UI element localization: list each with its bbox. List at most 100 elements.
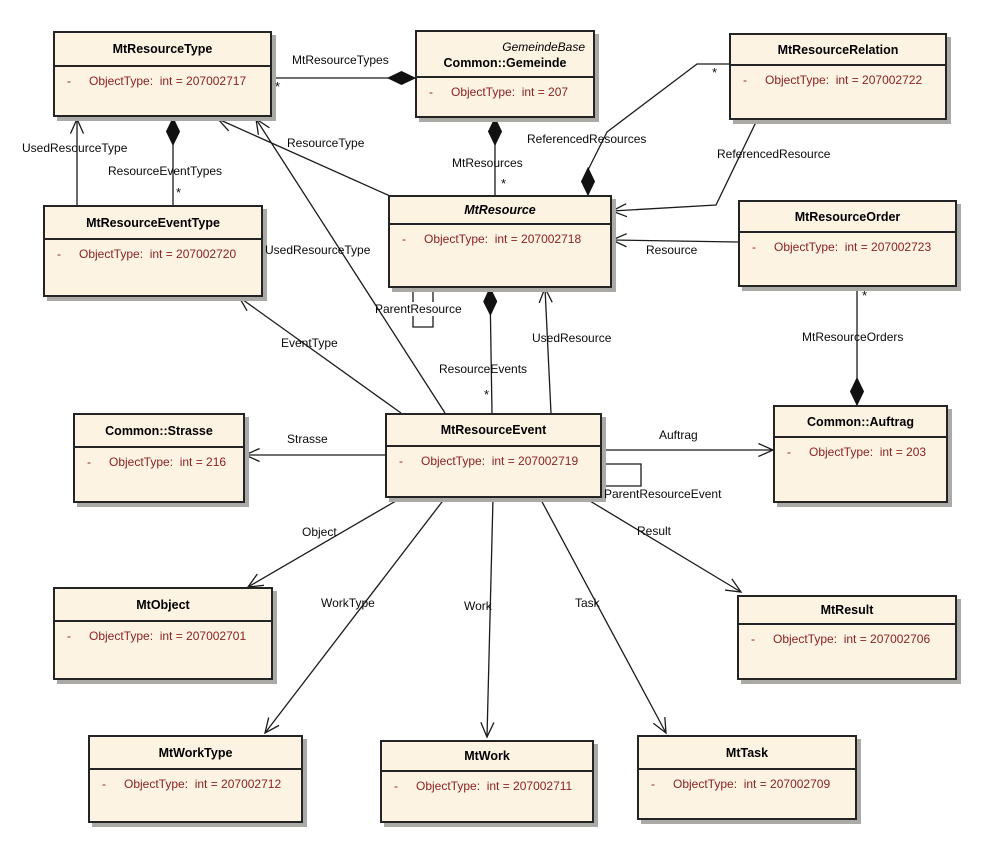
attribute-row: -ObjectType: int = 207002717	[61, 74, 264, 88]
class-name: MtTask	[725, 745, 769, 760]
open-arrowhead-icon	[243, 447, 260, 463]
attribute-visibility: -	[651, 777, 655, 791]
class-header: Common::Auftrag	[775, 407, 946, 438]
attribute-row: - ObjectType: int = 207002711	[388, 779, 586, 793]
attribute-row: -ObjectType: int = 216	[81, 455, 237, 469]
class-header: MtWork	[382, 742, 592, 772]
composition-diamond-icon	[165, 116, 181, 147]
attribute-row: -ObjectType: int = 207002719	[393, 454, 594, 468]
attribute-text: ObjectType: int = 207002712	[124, 777, 282, 791]
class-attributes: - ObjectType: int = 207	[417, 78, 593, 99]
composition-diamond-icon	[849, 376, 865, 407]
class-mtresource[interactable]: MtResource -ObjectType: int = 207002718	[388, 195, 612, 288]
edge-object	[246, 497, 402, 588]
class-mttask[interactable]: MtTask -ObjectType: int = 207002709	[637, 735, 857, 820]
attribute-text: ObjectType: int = 216	[109, 455, 227, 469]
open-arrowhead-icon	[725, 578, 743, 593]
class-mtresourceevent[interactable]: MtResourceEvent -ObjectType: int = 207002…	[385, 413, 602, 498]
composition-diamond-icon	[483, 286, 498, 317]
class-mtobject[interactable]: MtObject -ObjectType: int = 207002701	[53, 587, 273, 680]
open-arrowhead-icon	[237, 296, 255, 312]
edge-usedresourcetype-long	[255, 117, 446, 414]
class-name: MtResourceRelation	[777, 42, 899, 57]
class-header: Common::Strasse	[75, 415, 243, 448]
attribute-row: - ObjectType: int = 207	[423, 85, 587, 99]
class-name: Common::Strasse	[105, 423, 213, 438]
class-attributes: -ObjectType: int = 207002709	[639, 770, 855, 791]
attribute-row: - ObjectType: int = 207002712	[96, 777, 295, 791]
class-mtresourcetype[interactable]: MtResourceType -ObjectType: int = 2070027…	[53, 31, 272, 117]
attribute-row: -ObjectType: int = 207002701	[61, 629, 265, 643]
attribute-row: -ObjectType: int = 203	[781, 445, 940, 459]
attribute-visibility: -	[394, 779, 398, 793]
attribute-row: -ObjectType: int = 207002718	[396, 232, 604, 246]
attribute-row: -ObjectType: int = 207002709	[645, 777, 849, 791]
attribute-visibility: -	[57, 247, 61, 261]
class-header: MtResourceRelation	[731, 35, 945, 66]
composition-diamond-icon	[487, 116, 503, 147]
edge-resource	[610, 233, 739, 248]
class-name: MtResourceEvent	[440, 423, 547, 437]
class-header: MtTask	[639, 737, 855, 770]
open-arrowhead-icon	[216, 118, 235, 132]
edge-mtresourcetypes	[272, 70, 417, 86]
attribute-text: ObjectType: int = 207002720	[79, 247, 237, 261]
edge-mtresourceorders	[849, 287, 865, 407]
class-header: MtResourceType	[55, 33, 270, 67]
edge-result	[584, 497, 743, 593]
class-header: MtResourceOrder	[740, 202, 955, 233]
edge-resourcetype	[216, 118, 391, 197]
class-header: MtResourceEventType	[45, 207, 261, 240]
attribute-text: ObjectType: int = 207	[451, 85, 569, 99]
attribute-text: ObjectType: int = 207002706	[773, 632, 931, 646]
class-attributes: - ObjectType: int = 207002711	[382, 772, 592, 793]
class-strasse[interactable]: Common::Strasse-ObjectType: int = 216	[73, 413, 245, 503]
class-attributes: -ObjectType: int = 207002718	[390, 225, 610, 246]
class-name: MtResource	[464, 203, 536, 217]
attribute-text: ObjectType: int = 207002722	[765, 73, 923, 87]
class-header: MtResult	[739, 597, 955, 625]
class-name: MtWork	[464, 749, 510, 763]
class-attributes: -ObjectType: int = 207002719	[387, 447, 600, 468]
attribute-visibility: -	[102, 777, 106, 791]
class-mtresourceorder[interactable]: MtResourceOrder -ObjectType: int = 207002…	[738, 200, 957, 287]
attribute-text: ObjectType: int = 207002719	[421, 454, 579, 468]
class-mtwork[interactable]: MtWork - ObjectType: int = 207002711	[380, 740, 594, 823]
attribute-row: -ObjectType: int = 207002723	[746, 240, 949, 254]
attribute-text: ObjectType: int = 207002717	[89, 74, 247, 88]
composition-diamond-icon	[580, 166, 596, 197]
attribute-text: ObjectType: int = 207002711	[416, 779, 573, 793]
class-attributes: -ObjectType: int = 207002722	[731, 66, 945, 87]
class-header: MtWorkType	[90, 737, 301, 770]
class-name: MtResourceOrder	[794, 209, 901, 224]
attribute-row: -ObjectType: int = 207002706	[745, 632, 949, 646]
class-name: MtObject	[136, 597, 190, 612]
attribute-text: ObjectType: int = 207002701	[89, 629, 247, 643]
open-arrowhead-icon	[610, 233, 627, 248]
edge-eventtype	[237, 296, 402, 414]
class-mtworktype[interactable]: MtWorkType - ObjectType: int = 207002712	[88, 735, 303, 823]
class-mtresourcerelation[interactable]: MtResourceRelation -ObjectType: int = 207…	[729, 33, 947, 120]
edge-usedresourcetype-left	[69, 117, 85, 205]
edge-parentresource-loop-c	[412, 316, 434, 328]
class-auftrag[interactable]: Common::Auftrag-ObjectType: int = 203	[773, 405, 948, 503]
attribute-visibility: -	[429, 85, 433, 99]
edge-auftrag	[602, 442, 775, 458]
edge-parentresourceevent-loop	[602, 463, 642, 487]
attribute-visibility: -	[752, 240, 756, 254]
class-name: MtResourceEventType	[86, 215, 220, 230]
open-arrowhead-icon	[652, 716, 667, 735]
edge-resourceevents	[483, 286, 498, 414]
composition-diamond-icon	[386, 70, 417, 86]
class-attributes: -ObjectType: int = 216	[75, 448, 243, 469]
open-arrowhead-icon	[480, 721, 495, 739]
class-name: Common::Gemeinde	[443, 55, 567, 70]
class-mtresult[interactable]: MtResult -ObjectType: int = 207002706	[737, 595, 957, 680]
edge-worktype	[264, 497, 446, 735]
edge-usedresource	[538, 286, 553, 414]
class-mtresourceeventtype[interactable]: MtResourceEventType - ObjectType: int = 20…	[43, 205, 263, 297]
attribute-visibility: -	[787, 445, 791, 459]
